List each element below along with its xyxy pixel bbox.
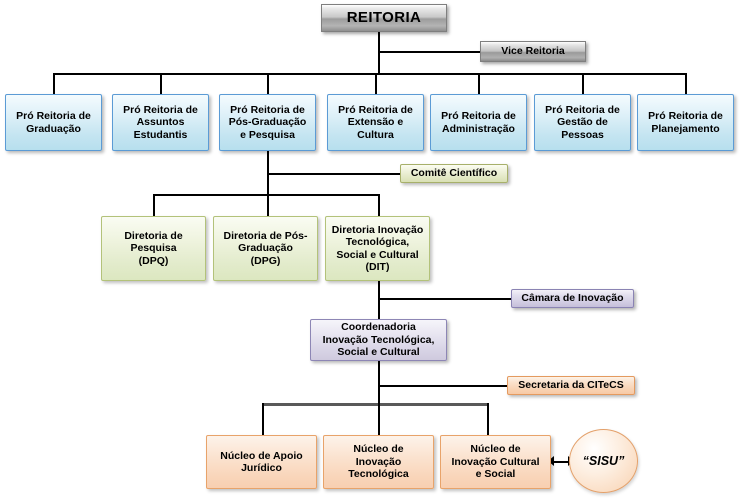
node-diretoria-pos-graduacao-label: Diretoria de Pós- Graduação (DPG) bbox=[223, 229, 308, 267]
node-pro-reitoria-graduacao[interactable]: Pró Reitoria de Graduação bbox=[5, 94, 102, 151]
node-camara-inovacao[interactable]: Câmara de Inovação bbox=[511, 289, 634, 308]
connector-drop-assuntos bbox=[160, 73, 162, 94]
connector-drop-gestao bbox=[582, 73, 584, 94]
node-coordenadoria-label: Coordenadoria Inovação Tecnológica, Soci… bbox=[322, 321, 435, 359]
node-diretoria-pesquisa[interactable]: Diretoria de Pesquisa (DPQ) bbox=[101, 216, 206, 281]
connector-dit-stem bbox=[378, 281, 380, 319]
connector-drop-dpg bbox=[267, 194, 269, 216]
arrow-head-left-icon bbox=[548, 456, 554, 466]
node-pro-reitoria-extensao-cultura-label: Pró Reitoria de Extensão e Cultura bbox=[338, 103, 413, 141]
node-nucleo-inovacao-tecnologica-label: Núcleo de Inovação Tecnológica bbox=[348, 443, 409, 481]
connector-diretoria-bus bbox=[153, 194, 380, 196]
connector-drop-administracao bbox=[478, 73, 480, 94]
node-diretoria-pos-graduacao[interactable]: Diretoria de Pós- Graduação (DPG) bbox=[213, 216, 318, 281]
node-nucleo-inovacao-cultural-social[interactable]: Núcleo de Inovação Cultural e Social bbox=[440, 435, 551, 489]
connector-comite-cientifico bbox=[267, 173, 400, 175]
node-nucleo-inovacao-tecnologica[interactable]: Núcleo de Inovação Tecnológica bbox=[323, 435, 434, 489]
node-pro-reitoria-pos-graduacao-pesquisa[interactable]: Pró Reitoria de Pós-Graduação e Pesquisa bbox=[219, 94, 316, 151]
connector-drop-planejamento bbox=[685, 73, 687, 94]
node-secretaria-citecs-label: Secretaria da CITeCS bbox=[518, 379, 624, 392]
node-nucleo-apoio-juridico[interactable]: Núcleo de Apoio Jurídico bbox=[206, 435, 317, 489]
connector-drop-pos-graduacao bbox=[267, 73, 269, 94]
node-comite-cientifico-label: Comitê Científico bbox=[410, 167, 498, 180]
node-nucleo-inovacao-cultural-social-label: Núcleo de Inovação Cultural e Social bbox=[451, 443, 540, 481]
connector-nucleo-bus bbox=[262, 403, 488, 406]
connector-secretaria-citecs bbox=[378, 385, 507, 387]
node-sisu-label: “SISU” bbox=[582, 453, 625, 468]
connector-drop-apoio-juridico bbox=[262, 403, 264, 435]
connector-reitoria-stem bbox=[378, 32, 380, 73]
node-sisu[interactable]: “SISU” bbox=[569, 429, 638, 493]
node-pro-reitoria-pos-graduacao-pesquisa-label: Pró Reitoria de Pós-Graduação e Pesquisa bbox=[228, 103, 307, 141]
node-pro-reitoria-assuntos-estudantis[interactable]: Pró Reitoria de Assuntos Estudantis bbox=[112, 94, 209, 151]
arrow-shaft bbox=[552, 460, 570, 463]
connector-camara-inovacao bbox=[378, 298, 511, 300]
connector-drop-inovacao-cultural bbox=[487, 403, 489, 435]
node-pro-reitoria-gestao-pessoas-label: Pró Reitoria de Gestão de Pessoas bbox=[545, 103, 620, 141]
node-nucleo-apoio-juridico-label: Núcleo de Apoio Jurídico bbox=[220, 449, 303, 474]
node-coordenadoria[interactable]: Coordenadoria Inovação Tecnológica, Soci… bbox=[310, 319, 447, 361]
connector-drop-dit bbox=[378, 194, 380, 216]
node-vice-reitoria[interactable]: Vice Reitoria bbox=[480, 41, 586, 62]
node-reitoria-label: REITORIA bbox=[346, 9, 422, 27]
connector-drop-graduacao bbox=[53, 73, 55, 94]
node-pro-reitoria-administracao[interactable]: Pró Reitoria de Administração bbox=[430, 94, 527, 151]
node-diretoria-inovacao-dit[interactable]: Diretoria Inovação Tecnológica, Social e… bbox=[325, 216, 430, 281]
node-pro-reitoria-extensao-cultura[interactable]: Pró Reitoria de Extensão e Cultura bbox=[327, 94, 424, 151]
node-pro-reitoria-planejamento[interactable]: Pró Reitoria de Planejamento bbox=[637, 94, 734, 151]
node-vice-reitoria-label: Vice Reitoria bbox=[501, 45, 565, 58]
connector-drop-extensao bbox=[375, 73, 377, 94]
connector-posgrad-stem bbox=[267, 151, 269, 194]
node-pro-reitoria-administracao-label: Pró Reitoria de Administração bbox=[441, 110, 516, 135]
node-comite-cientifico[interactable]: Comitê Científico bbox=[400, 164, 508, 183]
connector-coordenadoria-stem bbox=[378, 361, 380, 404]
connector-pro-reitoria-bus bbox=[53, 73, 686, 75]
connector-vice-reitoria bbox=[378, 51, 480, 53]
node-diretoria-inovacao-dit-label: Diretoria Inovação Tecnológica, Social e… bbox=[331, 223, 424, 273]
node-diretoria-pesquisa-label: Diretoria de Pesquisa (DPQ) bbox=[124, 229, 183, 267]
node-pro-reitoria-gestao-pessoas[interactable]: Pró Reitoria de Gestão de Pessoas bbox=[534, 94, 631, 151]
connector-drop-dpq bbox=[153, 194, 155, 216]
connector-drop-inovacao-tecnologica bbox=[378, 403, 380, 435]
node-reitoria[interactable]: REITORIA bbox=[321, 4, 447, 32]
node-pro-reitoria-planejamento-label: Pró Reitoria de Planejamento bbox=[648, 110, 723, 135]
node-camara-inovacao-label: Câmara de Inovação bbox=[521, 292, 624, 305]
node-pro-reitoria-graduacao-label: Pró Reitoria de Graduação bbox=[16, 110, 91, 135]
node-pro-reitoria-assuntos-estudantis-label: Pró Reitoria de Assuntos Estudantis bbox=[123, 103, 198, 141]
node-secretaria-citecs[interactable]: Secretaria da CITeCS bbox=[507, 376, 635, 395]
